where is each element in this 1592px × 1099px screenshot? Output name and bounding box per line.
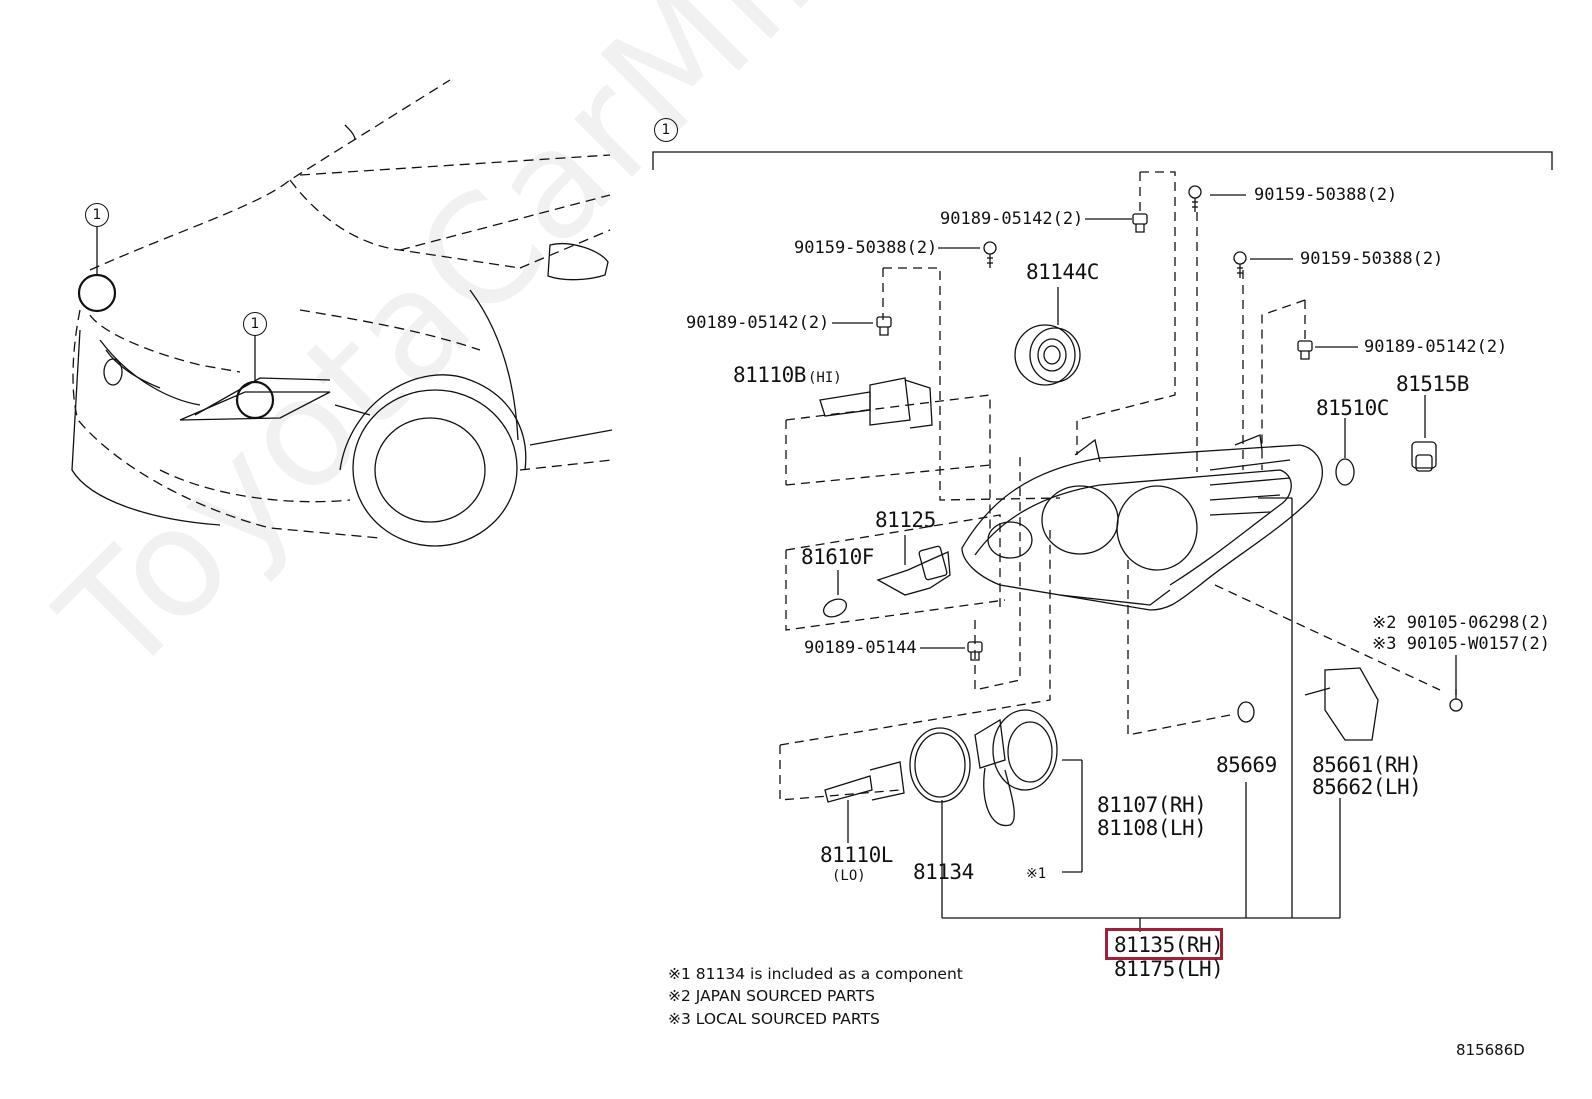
label-81515b[interactable]: 81515B [1396,372,1469,396]
oring-85669 [1237,701,1255,723]
gasket-81134 [909,727,971,803]
label-81510c[interactable]: 81510C [1316,396,1389,420]
socket-81515b [1411,441,1437,472]
bulb-81110b [819,377,933,429]
footnote-2: ※2 JAPAN SOURCED PARTS [668,987,875,1005]
label-90159-50388-right[interactable]: 90159-50388(2) [1300,249,1444,269]
bulb-81610f [822,598,848,618]
label-85669[interactable]: 85669 [1216,753,1277,777]
guide-lines [779,171,1441,801]
label-85661-rh[interactable]: 85661(RH) [1312,753,1422,777]
label-85662-lh[interactable]: 85662(LH) [1312,775,1422,799]
bulb-81110l [824,761,905,803]
label-90105-w0157[interactable]: ※3 90105-W0157(2) [1372,634,1551,654]
label-81144c[interactable]: 81144C [1026,260,1099,284]
label-90189-05142-top[interactable]: 90189-05142(2) [940,209,1084,229]
label-90189-05144[interactable]: 90189-05144 [804,638,917,658]
label-81107-rh[interactable]: 81107(RH) [1097,793,1207,817]
label-81610f[interactable]: 81610F [801,545,874,569]
label-81108-lh[interactable]: 81108(LH) [1097,816,1207,840]
fastener-icons [876,185,1463,712]
ignitor-81107 [974,709,1058,827]
label-81134[interactable]: 81134 [913,860,974,884]
assembly-callout-1: 1 [654,118,678,142]
socket-81125 [876,545,951,596]
car-front-illustration [71,79,613,547]
headlamp-housing [961,434,1323,611]
assembly-bracket [652,151,1553,170]
label-81110b-hi: (HI) [808,370,842,386]
diagram-id: 815686D [1456,1041,1525,1059]
car-callout-left: 1 [85,203,109,227]
label-81175-lh[interactable]: 81175(LH) [1114,957,1224,981]
leader-lines [832,194,1457,932]
label-90159-50388-left[interactable]: 90159-50388(2) [794,238,938,258]
label-90189-05142-right[interactable]: 90189-05142(2) [1364,337,1508,357]
label-81110b[interactable]: 81110B [733,363,806,387]
car-callout-right: 1 [243,312,267,336]
label-81110l-lo: (LO) [832,868,866,884]
highlight-box-81135 [1105,928,1223,960]
label-81125[interactable]: 81125 [875,508,936,532]
label-81135-rh[interactable]: 81135(RH) [1114,933,1224,957]
label-note1-mark: ※1 [1026,866,1047,882]
footnote-1: ※1 81134 is included as a component [668,965,963,983]
bulb-81510c [1335,458,1355,486]
label-90159-50388-top[interactable]: 90159-50388(2) [1254,185,1398,205]
label-81110l[interactable]: 81110L [820,843,893,867]
footnote-3: ※3 LOCAL SOURCED PARTS [668,1010,880,1028]
motor-85661 [1304,667,1379,741]
cap-81144c [1014,324,1081,386]
label-90189-05142-left[interactable]: 90189-05142(2) [686,313,830,333]
label-90105-06298[interactable]: ※2 90105-06298(2) [1372,613,1551,633]
